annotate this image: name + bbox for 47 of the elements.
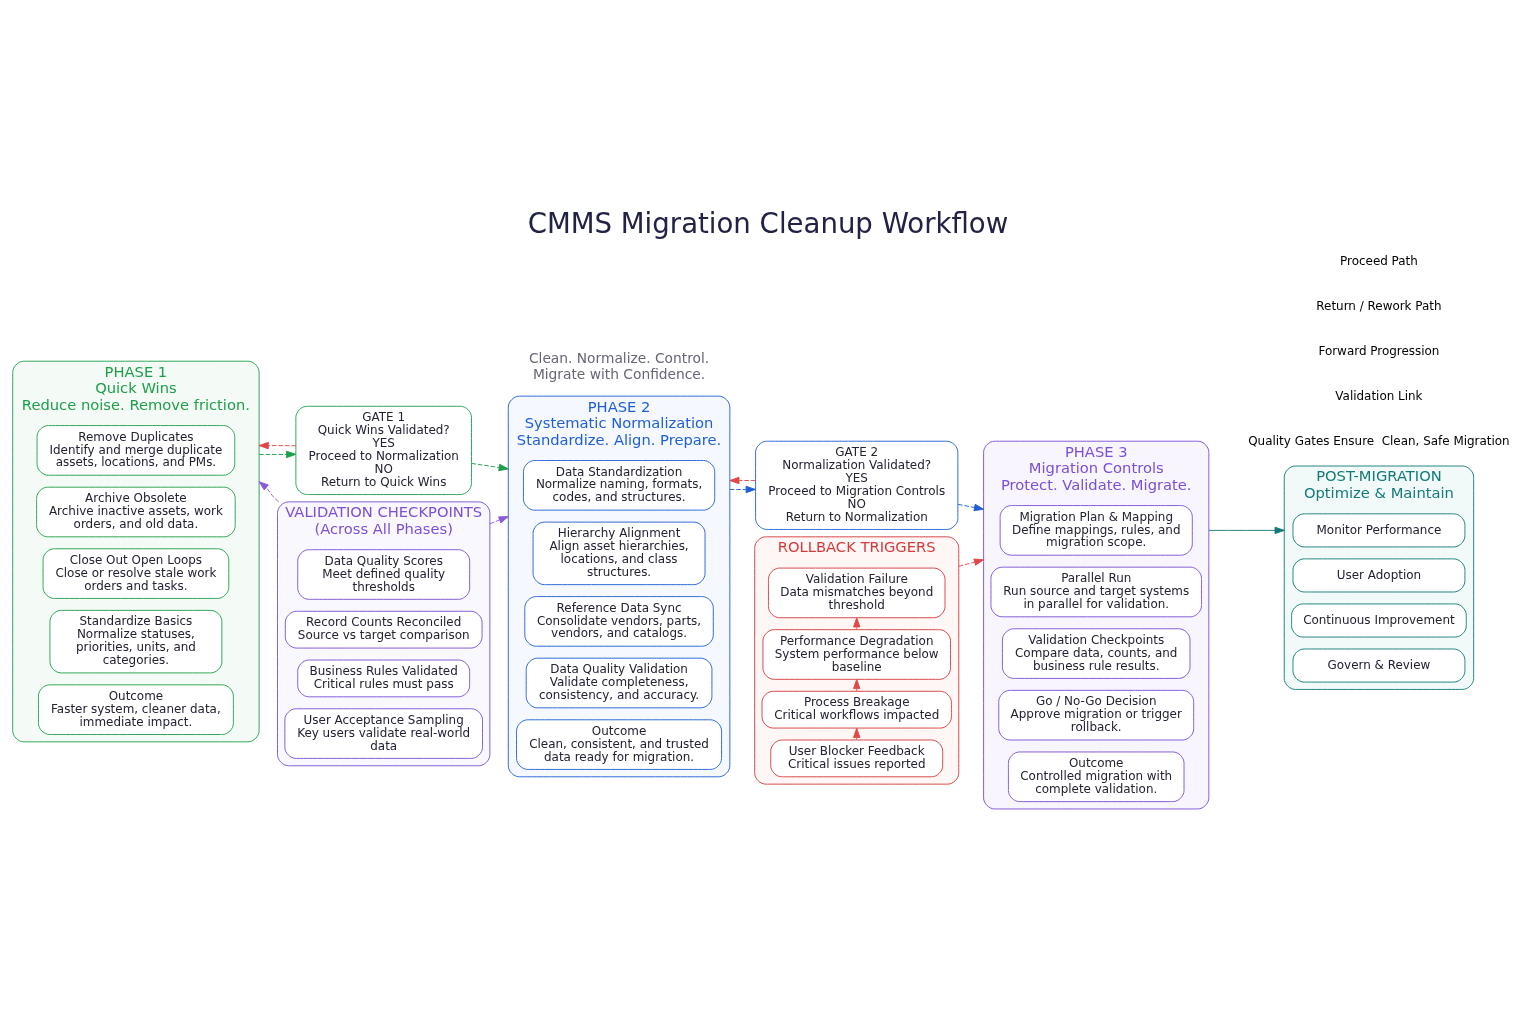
arrow [1208, 526, 1285, 535]
node-box: Remove Duplicates Identify and merge duplicate assets, locations, and PMs. [36, 425, 236, 476]
node-box: User Adoption [1292, 558, 1466, 593]
node-box: Govern & Review [1292, 648, 1466, 683]
node-box: Business Rules Validated Critical rules must pass [297, 659, 471, 698]
node-box: Hierarchy Alignment Align asset hierarchies, locations, and class structures. [532, 521, 706, 586]
node-box: Go / No-Go Decision Approve migration or trigger rollback. [998, 689, 1195, 741]
arrow [729, 476, 756, 485]
label: Clean. Normalize. Control. Migrate with Confidence. [528, 350, 710, 382]
arrow [853, 678, 861, 692]
node-box: Validation Failure Data mismatches beyond threshold [768, 567, 946, 619]
arrow [729, 485, 756, 494]
arrow [471, 462, 509, 472]
legend-label: Validation Link [1335, 389, 1423, 404]
node-box: GATE 1 Quick Wins Validated? YES Proceed to Normalization NO Return to Quick Wins [295, 405, 472, 495]
arrow [853, 617, 861, 630]
arrow [957, 503, 985, 512]
node-box: Data Quality Validation Validate completeness, consistency, and accuracy. [525, 657, 713, 709]
node-box: Parallel Run Run source and target systems in parallel for validation. [990, 566, 1202, 618]
node-box: User Acceptance Sampling Key users validate real-world data [284, 708, 483, 759]
arrow [958, 558, 985, 567]
node-box: Close Out Open Loops Close or resolve stale work orders and tasks. [42, 548, 230, 599]
node-box: Performance Degradation System performance below baseline [762, 629, 951, 680]
legend-label: Quality Gates Ensure Clean, Safe Migration [1248, 434, 1510, 449]
node-box: GATE 2 Normalization Validated? YES Proceed to Migration Controls NO Return to Normalization [755, 440, 959, 530]
arrow [489, 516, 509, 525]
node-box: Archive Obsolete Archive inactive assets, work orders, and old data. [36, 486, 236, 538]
diagram-title: CMMS Migration Cleanup Workflow [527, 207, 1009, 241]
node-box: Record Counts Reconciled Source vs target comparison [284, 610, 483, 649]
node-box: Data Quality Scores Meet defined quality thresholds [297, 549, 471, 600]
arrow [853, 727, 861, 741]
legend-label: Proceed Path [1340, 254, 1418, 269]
node-box: Reference Data Sync Consolidate vendors, parts, vendors, and catalogs. [524, 596, 714, 647]
node-box: Migration Plan & Mapping Define mappings, rules, and migration scope. [999, 505, 1193, 556]
arrow [258, 481, 280, 503]
arrow [258, 450, 297, 459]
node-box: Validation Checkpoints Compare data, counts, and business rule results. [1002, 628, 1191, 679]
node-box: Continuous Improvement [1291, 603, 1467, 638]
node-box: Outcome Faster system, cleaner data, immediate impact. [38, 684, 234, 735]
node-box: Monitor Performance [1292, 513, 1466, 548]
node-box: Standardize Basics Normalize statuses, priorities, units, and categories. [49, 609, 223, 674]
node-box: Data Standardization Normalize naming, formats, codes, and structures. [523, 460, 716, 511]
node-box: Outcome Clean, consistent, and trusted data ready for migration. [516, 719, 723, 770]
arrow [258, 441, 297, 450]
node-box: Outcome Controlled migration with complete validation. [1007, 751, 1185, 803]
legend-label: Forward Progression [1318, 344, 1440, 359]
legend-label: Return / Rework Path [1316, 299, 1442, 314]
